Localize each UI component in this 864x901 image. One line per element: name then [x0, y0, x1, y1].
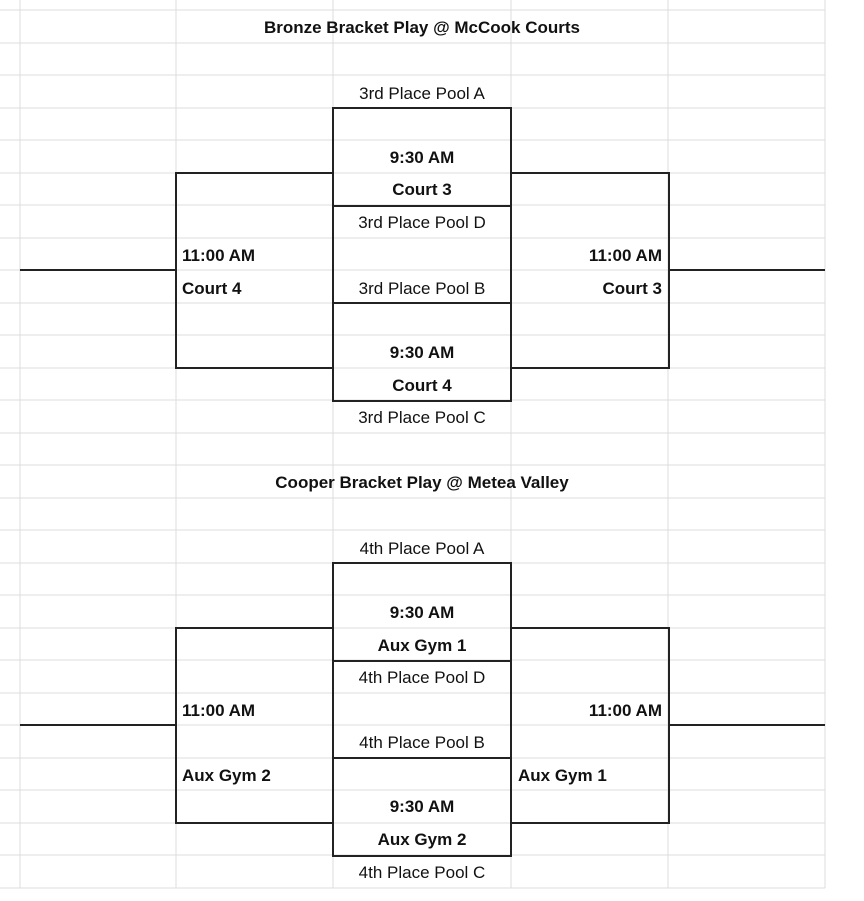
bronze-match2-time: 9:30 AM [389, 343, 455, 362]
cooper-match1-court: Aux Gym 1 [377, 636, 467, 655]
cooper-match2-time: 9:30 AM [389, 797, 455, 816]
cooper-team-a: 4th Place Pool A [359, 539, 485, 558]
cooper-team-c: 4th Place Pool C [358, 863, 486, 882]
bronze-left-final-bracket [175, 172, 334, 369]
cooper-left-connector [20, 724, 176, 726]
bronze-team-d: 3rd Place Pool D [358, 213, 486, 232]
cooper-match1-box [332, 562, 512, 662]
bronze-left-connector [20, 269, 176, 271]
bronze-left-final-time: 11:00 AM [182, 246, 256, 265]
bronze-right-final-time: 11:00 AM [588, 246, 662, 265]
bronze-match1-court: Court 3 [392, 180, 452, 199]
bronze-team-b: 3rd Place Pool B [358, 279, 486, 298]
cooper-right-final-time: 11:00 AM [588, 701, 662, 720]
bronze-match2-box [332, 302, 512, 402]
cooper-match1-time: 9:30 AM [389, 603, 455, 622]
bronze-team-a: 3rd Place Pool A [359, 84, 485, 103]
cooper-match2-box [332, 757, 512, 857]
cooper-team-d: 4th Place Pool D [358, 668, 486, 687]
cooper-match2-court: Aux Gym 2 [377, 830, 467, 849]
bronze-match2-court: Court 4 [392, 376, 452, 395]
bronze-match1-box [332, 107, 512, 207]
bronze-right-connector [669, 269, 825, 271]
cooper-right-final-court: Aux Gym 1 [518, 766, 607, 785]
bronze-team-c: 3rd Place Pool C [358, 408, 486, 427]
cooper-left-final-time: 11:00 AM [182, 701, 256, 720]
cooper-bracket-title: Cooper Bracket Play @ Metea Valley [275, 473, 569, 492]
bronze-bracket-title: Bronze Bracket Play @ McCook Courts [263, 18, 581, 37]
cooper-left-final-court: Aux Gym 2 [182, 766, 271, 785]
bronze-right-final-bracket [510, 172, 670, 369]
cooper-team-b: 4th Place Pool B [359, 733, 485, 752]
cooper-right-connector [669, 724, 825, 726]
bronze-left-final-court: Court 4 [182, 279, 242, 298]
cooper-left-final-bracket [175, 627, 334, 824]
bronze-match1-time: 9:30 AM [389, 148, 455, 167]
cooper-right-final-bracket [510, 627, 670, 824]
bronze-right-final-court: Court 3 [602, 279, 663, 298]
